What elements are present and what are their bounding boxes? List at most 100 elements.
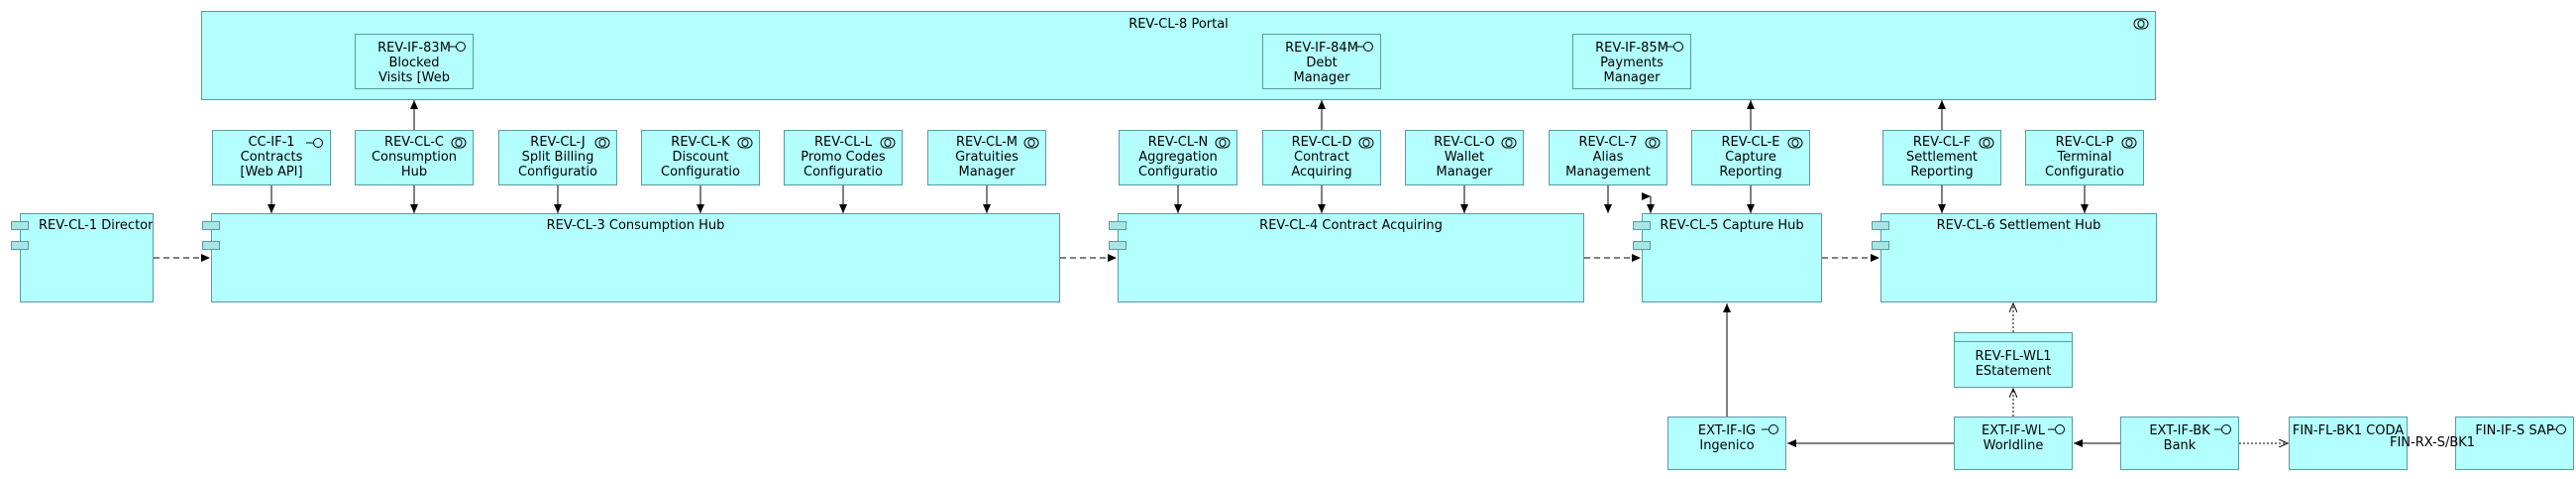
service-icon [2133, 18, 2149, 30]
service-icon [1215, 137, 1231, 149]
artifact-header-strip [1954, 341, 2073, 342]
node-label-line: [Web API] [240, 165, 303, 180]
node-label-line: Configuratio [1138, 165, 1218, 180]
node-label-line: REV-FL-WL1 [1975, 349, 2052, 364]
node-bk1[interactable]: FIN-FL-BK1 CODA [2289, 417, 2408, 470]
node-label-line: Debt [1306, 56, 1338, 70]
node-label-line: REV-CL-D [1291, 135, 1352, 150]
node-label-line: Bank [2163, 438, 2197, 453]
node-label-line: Aggregation [1138, 150, 1218, 165]
component-cl5[interactable]: REV-CL-5 Capture Hub [1642, 213, 1822, 302]
node-label-line: Configuratio [661, 165, 740, 180]
component-tab-icon [202, 221, 220, 230]
node-label-line: Wallet [1444, 150, 1485, 165]
portal-component[interactable]: REV-CL-8 Portal [201, 11, 2156, 100]
node-label-line: Split Billing [521, 150, 594, 165]
component-tab-icon [1633, 241, 1651, 250]
component-tab-icon [1872, 241, 1889, 250]
interface-icon [449, 42, 466, 52]
node-label-line: REV-CL-7 [1578, 135, 1638, 150]
service-icon [2121, 137, 2137, 149]
interface-icon [2048, 424, 2065, 434]
node-label-line: Capture [1725, 150, 1776, 165]
component-title: REV-CL-3 Consumption Hub [546, 218, 725, 233]
node-label-line: REV-CL-F [1912, 135, 1972, 150]
node-label-line: REV-IF-84M [1285, 41, 1358, 56]
service-icon [1501, 137, 1517, 149]
connectors [154, 100, 2288, 447]
component-cl1[interactable]: REV-CL-1 Director [20, 213, 154, 302]
component-cl3[interactable]: REV-CL-3 Consumption Hub [211, 213, 1060, 302]
component-tab-icon [1109, 241, 1127, 250]
node-label-line: EXT-IF-BK [2149, 423, 2210, 438]
node-label-line: CC-IF-1 [248, 135, 295, 150]
node-label-line: EXT-IF-IG [1697, 423, 1757, 438]
service-icon [1358, 137, 1374, 149]
node-label-line: FIN-FL-BK1 CODA [2292, 423, 2405, 438]
portal-title: REV-CL-8 Portal [1128, 17, 1229, 32]
service-icon [1645, 137, 1661, 149]
interface-icon [1762, 424, 1778, 434]
component-title: REV-CL-1 Director [39, 218, 153, 233]
node-label-line: Acquiring [1291, 165, 1352, 180]
service-icon [1979, 137, 1994, 149]
service-icon [594, 137, 610, 149]
node-label-line: Manager [1603, 70, 1661, 85]
node-label-line: Configuratio [518, 165, 597, 180]
component-tab-icon [1109, 221, 1127, 230]
node-label-line: REV-CL-O [1434, 135, 1495, 150]
node-label-line: Reporting [1910, 165, 1974, 180]
interface-icon [306, 138, 323, 148]
node-label-line: REV-IF-85M [1595, 41, 1668, 56]
node-label-line: EStatement [1975, 364, 2052, 379]
node-label-line: Promo Codes [801, 150, 886, 165]
node-label: FIN-IF-S SAP [2456, 423, 2573, 438]
node-label-line: Payments [1600, 56, 1664, 70]
node-label-line: FIN-IF-S SAP [2475, 423, 2554, 438]
node-label-line: Contracts [240, 150, 303, 165]
interface-icon [1356, 42, 1373, 52]
node-sap[interactable]: FIN-IF-S SAP [2455, 417, 2574, 470]
node-label-line: Worldline [1983, 438, 2044, 453]
node-label-line: REV-CL-M [955, 135, 1019, 150]
node-label-line: Terminal [2057, 150, 2112, 165]
component-cl6[interactable]: REV-CL-6 Settlement Hub [1880, 213, 2157, 302]
node-label-line: REV-CL-N [1147, 135, 1209, 150]
component-cl4[interactable]: REV-CL-4 Contract Acquiring [1118, 213, 1584, 302]
interface-icon [2549, 424, 2566, 434]
